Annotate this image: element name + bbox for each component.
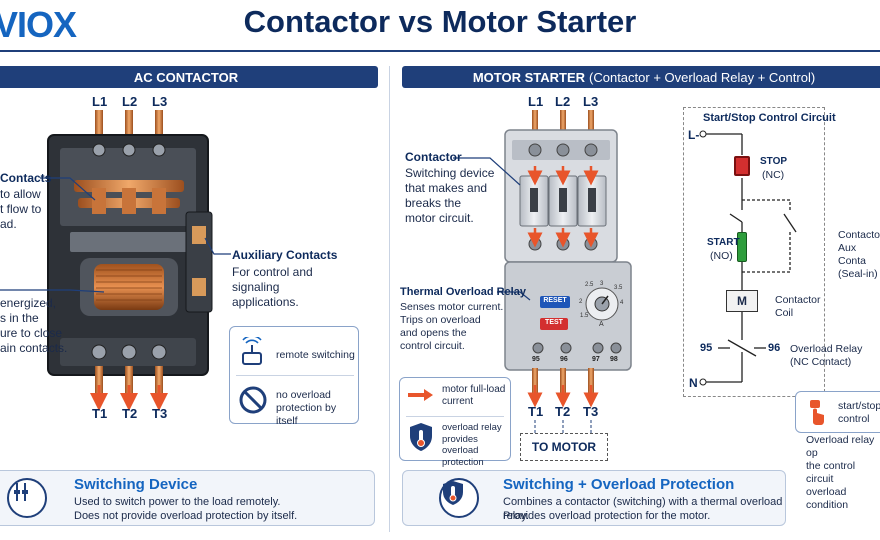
stop-button[interactable] bbox=[734, 156, 750, 176]
right-terminal-t1: T1 bbox=[528, 404, 544, 419]
legend-overload-text: overload relay provides overload protect… bbox=[442, 422, 502, 468]
remote-switching-text: remote switching bbox=[276, 349, 355, 361]
overload-protection-line-1: Combines a contactor (switching) with a … bbox=[503, 496, 783, 522]
to-motor-box: TO MOTOR bbox=[520, 433, 608, 461]
legend-divider bbox=[406, 416, 504, 417]
stop-label: STOP bbox=[760, 156, 788, 167]
arrow-right-icon bbox=[408, 388, 434, 402]
dial-number-4: 4 bbox=[620, 300, 624, 306]
motor-starter-device bbox=[504, 110, 632, 398]
switching-device-line-1: Used to switch power to the load remotel… bbox=[74, 496, 281, 508]
test-button[interactable]: TEST bbox=[545, 319, 563, 326]
start-button[interactable] bbox=[737, 232, 747, 262]
contactor-current-arrows bbox=[90, 385, 168, 411]
overload-protection-summary: Switching + Overload Protection Combines… bbox=[402, 470, 786, 526]
callout-text: start/stop control bbox=[838, 400, 880, 425]
dial-number-1: 2.5 bbox=[585, 282, 594, 288]
ol-contact-95: 95 bbox=[700, 342, 713, 354]
ol-contact-96: 96 bbox=[768, 342, 781, 354]
contactor-cutaway bbox=[47, 110, 213, 396]
control-l-label: L- bbox=[688, 128, 700, 142]
l-terminal-dot bbox=[699, 130, 707, 138]
ol-terminal-97: 97 bbox=[592, 356, 600, 363]
no-overload-text: no overload protection by itself bbox=[276, 389, 337, 427]
switching-device-summary: Switching Device Used to switch power to… bbox=[0, 470, 375, 526]
left-terminal-l3: L3 bbox=[152, 94, 168, 109]
stop-sub: (NC) bbox=[762, 169, 785, 181]
start-stop-callout: start/stop control bbox=[795, 391, 880, 433]
dial-unit: A bbox=[599, 321, 604, 328]
dial-number-2: 3 bbox=[600, 281, 604, 287]
control-circuit-title: Start/Stop Control Circuit bbox=[703, 112, 836, 124]
coil-desc: energized, s in the ure to close ain con… bbox=[0, 296, 68, 355]
left-terminal-t3: T3 bbox=[152, 406, 168, 421]
hand-press-icon bbox=[804, 398, 826, 426]
control-circuit-box bbox=[683, 107, 825, 397]
contactor-coil-label: Contactor Coil bbox=[775, 294, 821, 319]
control-n-label: N bbox=[689, 376, 698, 390]
left-terminal-l1: L1 bbox=[92, 94, 108, 109]
contactor-desc: Switching device that makes and breaks t… bbox=[405, 166, 495, 225]
no-overload-icon bbox=[238, 385, 268, 415]
switching-device-line-2: Does not provide overload protection by … bbox=[74, 510, 298, 522]
to-motor-leads bbox=[534, 420, 592, 433]
motor-starter-banner-sub: (Contactor + Overload Relay + Control) bbox=[589, 69, 816, 85]
motor-starter-banner-title: MOTOR STARTER bbox=[472, 69, 586, 85]
right-terminal-t2: T2 bbox=[555, 404, 571, 419]
main-contacts-desc: to allow t flow to ad. bbox=[0, 187, 42, 231]
shield-thermometer-icon bbox=[439, 478, 479, 518]
thermometer-shield-icon bbox=[408, 422, 434, 452]
contactor-leaders bbox=[0, 177, 231, 293]
panel-divider bbox=[389, 66, 390, 532]
ac-contactor-banner: AC CONTACTOR bbox=[0, 66, 378, 88]
dial-number-5: 2 bbox=[579, 299, 583, 305]
contactor-title: Contactor bbox=[405, 150, 462, 164]
right-terminal-l1: L1 bbox=[528, 94, 544, 109]
right-terminal-t3: T3 bbox=[583, 404, 599, 419]
main-contacts-title: Contacts bbox=[0, 171, 52, 185]
switch-symbol-icon bbox=[7, 478, 47, 518]
start-sub: (NO) bbox=[710, 250, 733, 262]
contactor-coil-symbol: M bbox=[726, 290, 758, 312]
n-terminal-dot bbox=[699, 378, 707, 386]
left-terminal-l2: L2 bbox=[122, 94, 138, 109]
aux-contacts-title: Auxiliary Contacts bbox=[232, 248, 338, 262]
features-divider bbox=[236, 375, 354, 376]
legend-current-text: motor full-load current bbox=[442, 384, 506, 407]
ol-terminal-98: 98 bbox=[610, 356, 618, 363]
contactor-features-box: remote switching no overload protection … bbox=[229, 326, 359, 427]
starter-legend-box: motor full-load current overload relay p… bbox=[399, 377, 511, 468]
switching-device-title: Switching Device bbox=[74, 476, 198, 493]
dial-number-6: 1.5 bbox=[580, 313, 589, 319]
left-terminal-t2: T2 bbox=[122, 406, 138, 421]
right-terminal-l3: L3 bbox=[583, 94, 599, 109]
brand-logo: VIOX bbox=[0, 4, 77, 45]
ol-contact-label: Overload Relay (NC Contact) bbox=[790, 343, 863, 368]
overload-title: Thermal Overload Relay bbox=[400, 286, 526, 298]
control-circuit-wiring bbox=[706, 133, 797, 383]
motor-starter-banner: MOTOR STARTER (Contactor + Overload Rela… bbox=[402, 66, 880, 88]
page-title: Contactor vs Motor Starter bbox=[243, 4, 637, 39]
aux-contacts-desc: For control and signaling applications. bbox=[232, 265, 313, 309]
remote-switching-icon bbox=[238, 337, 268, 367]
starter-current-arrows bbox=[527, 166, 599, 408]
aux-contact-label: Contactor Aux Conta (Seal-in) bbox=[838, 229, 880, 280]
starter-leaders bbox=[453, 157, 531, 301]
right-terminal-l2: L2 bbox=[555, 94, 571, 109]
ol-terminal-95: 95 bbox=[532, 356, 540, 363]
overload-protection-title: Switching + Overload Protection bbox=[503, 476, 735, 493]
title-rule bbox=[0, 50, 880, 52]
overload-desc: Senses motor current. Trips on overload … bbox=[400, 301, 504, 352]
ol-terminal-96: 96 bbox=[560, 356, 568, 363]
start-label: START bbox=[707, 237, 740, 248]
reset-button[interactable]: RESET bbox=[543, 297, 567, 304]
overload-protection-line-2: Provides overload protection for the mot… bbox=[503, 510, 711, 522]
left-terminal-t1: T1 bbox=[92, 406, 108, 421]
dial-number-3: 3.5 bbox=[614, 285, 623, 291]
callout-note: Overload relay op the control circuit ov… bbox=[806, 434, 875, 511]
